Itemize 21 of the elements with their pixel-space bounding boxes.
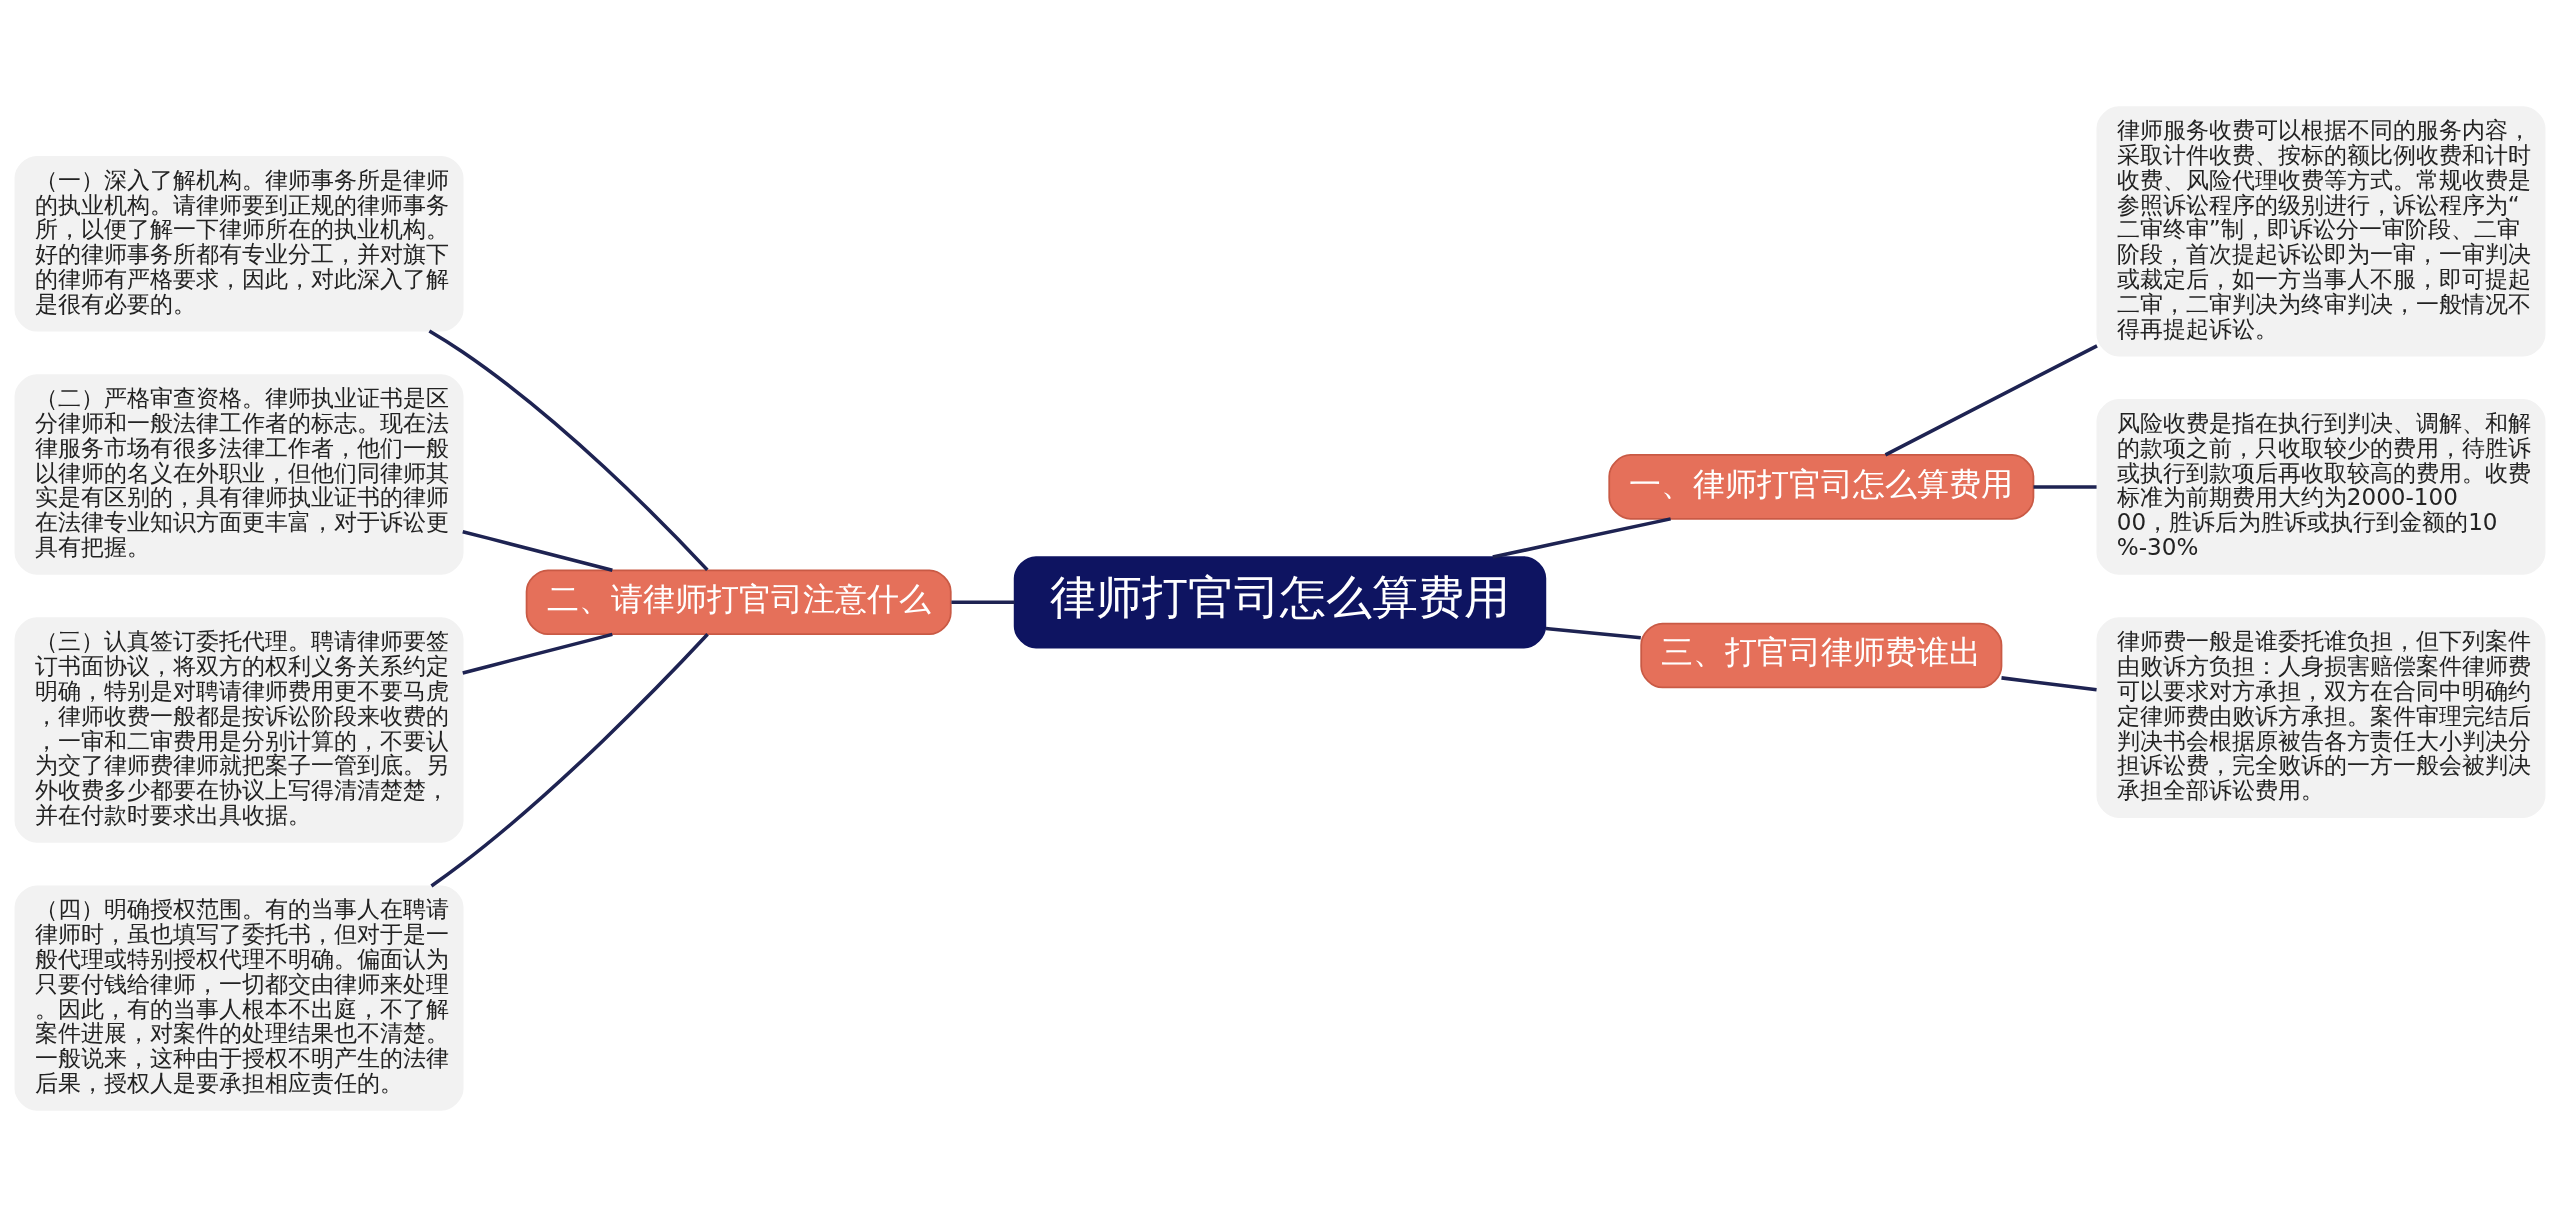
node-box: 律师费一般是谁委托谁负担，但下列案件由败诉方负担：人身损害赔偿案件律师费可以要求对方承担，双方在合同中明确约定律师费由败诉方承担。案件审理完结后判决书会根据原被告各方责任大小判决分担诉讼费，完全败诉的一方一般会被判决承担全部诉讼费用。	[2096, 617, 2546, 818]
node-box: 律师打官司怎么算费用	[1013, 556, 1547, 649]
connector	[462, 529, 613, 572]
node-box: （四）明确授权范围。有的当事人在聘请律师时，虽也填写了委托书，但对于是一般代理或特别授权代理不明确。偏面认为只要付钱给律师，一切都交由律师来处理。因此，有的当事人根本不出庭，不了解案件进展，对案件的处理结果也不清楚。一般说来，这种由于授权不明产生的法律后果，授权人是要承担相应责任的。	[14, 885, 464, 1111]
node-box: 律师服务收费可以根据不同的服务内容，采取计件收费、按标的额比例收费和计时收费、风险代理收费等方式。常规收费是参照诉讼程序的级别进行，诉讼程序为“二审终审”制，即诉讼分一审阶段、二审阶段，首次提起诉讼即为一审，一审判决或裁定后，如一方当事人不服，即可提起二审，二审判决为终审判决，一般情况不得再提起诉讼。	[2096, 106, 2546, 357]
node-box: （一）深入了解机构。律师事务所是律师的执业机构。请律师要到正规的律师事务所，以便了解一下律师所在的执业机构。好的律师事务所都有专业分工，并对旗下的律师有严格要求，因此，对此深入了解是很有必要的。	[14, 155, 464, 332]
node-box: 二、请律师打官司注意什么	[525, 569, 952, 636]
node-box: 一、律师打官司怎么算费用	[1608, 454, 2035, 520]
connector	[2033, 485, 2097, 489]
connector	[430, 633, 709, 888]
connector	[462, 632, 613, 675]
node-box: 三、打官司律师费谁出	[1640, 622, 2003, 689]
connector	[2001, 676, 2097, 692]
connector	[428, 329, 709, 572]
connector	[1545, 626, 1641, 640]
node-box: 风险收费是指在执行到判决、调解、和解的款项之前，只收取较少的费用，待胜诉或执行到款项后再收取较高的费用。收费标准为前期费用大约为2000-10000，胜诉后为胜诉或执行到金额的10%-30%	[2096, 399, 2546, 575]
node-box: （三）认真签订委托代理。聘请律师要签订书面协议，将双方的权利义务关系约定明确，特别是对聘请律师费用更不要马虎，律师收费一般都是按诉讼阶段来收费的，一审和二审费用是分别计算的，不要认为交了律师费律师就把案子一管到底。另外收费多少都要在协议上写得清清楚楚，并在付款时要求出具收据。	[14, 617, 464, 843]
connector	[1884, 344, 2098, 457]
connector	[951, 600, 1015, 605]
connector	[1492, 517, 1671, 559]
node-box: （二）严格审查资格。律师执业证书是区分律师和一般法律工作者的标志。现在法律服务市场有很多法律工作者，他们一般以律师的名义在外职业，但他们同律师其实是有区别的，具有律师执业证书的律师在法律专业知识方面更丰富，对于诉讼更具有把握。	[14, 374, 464, 575]
